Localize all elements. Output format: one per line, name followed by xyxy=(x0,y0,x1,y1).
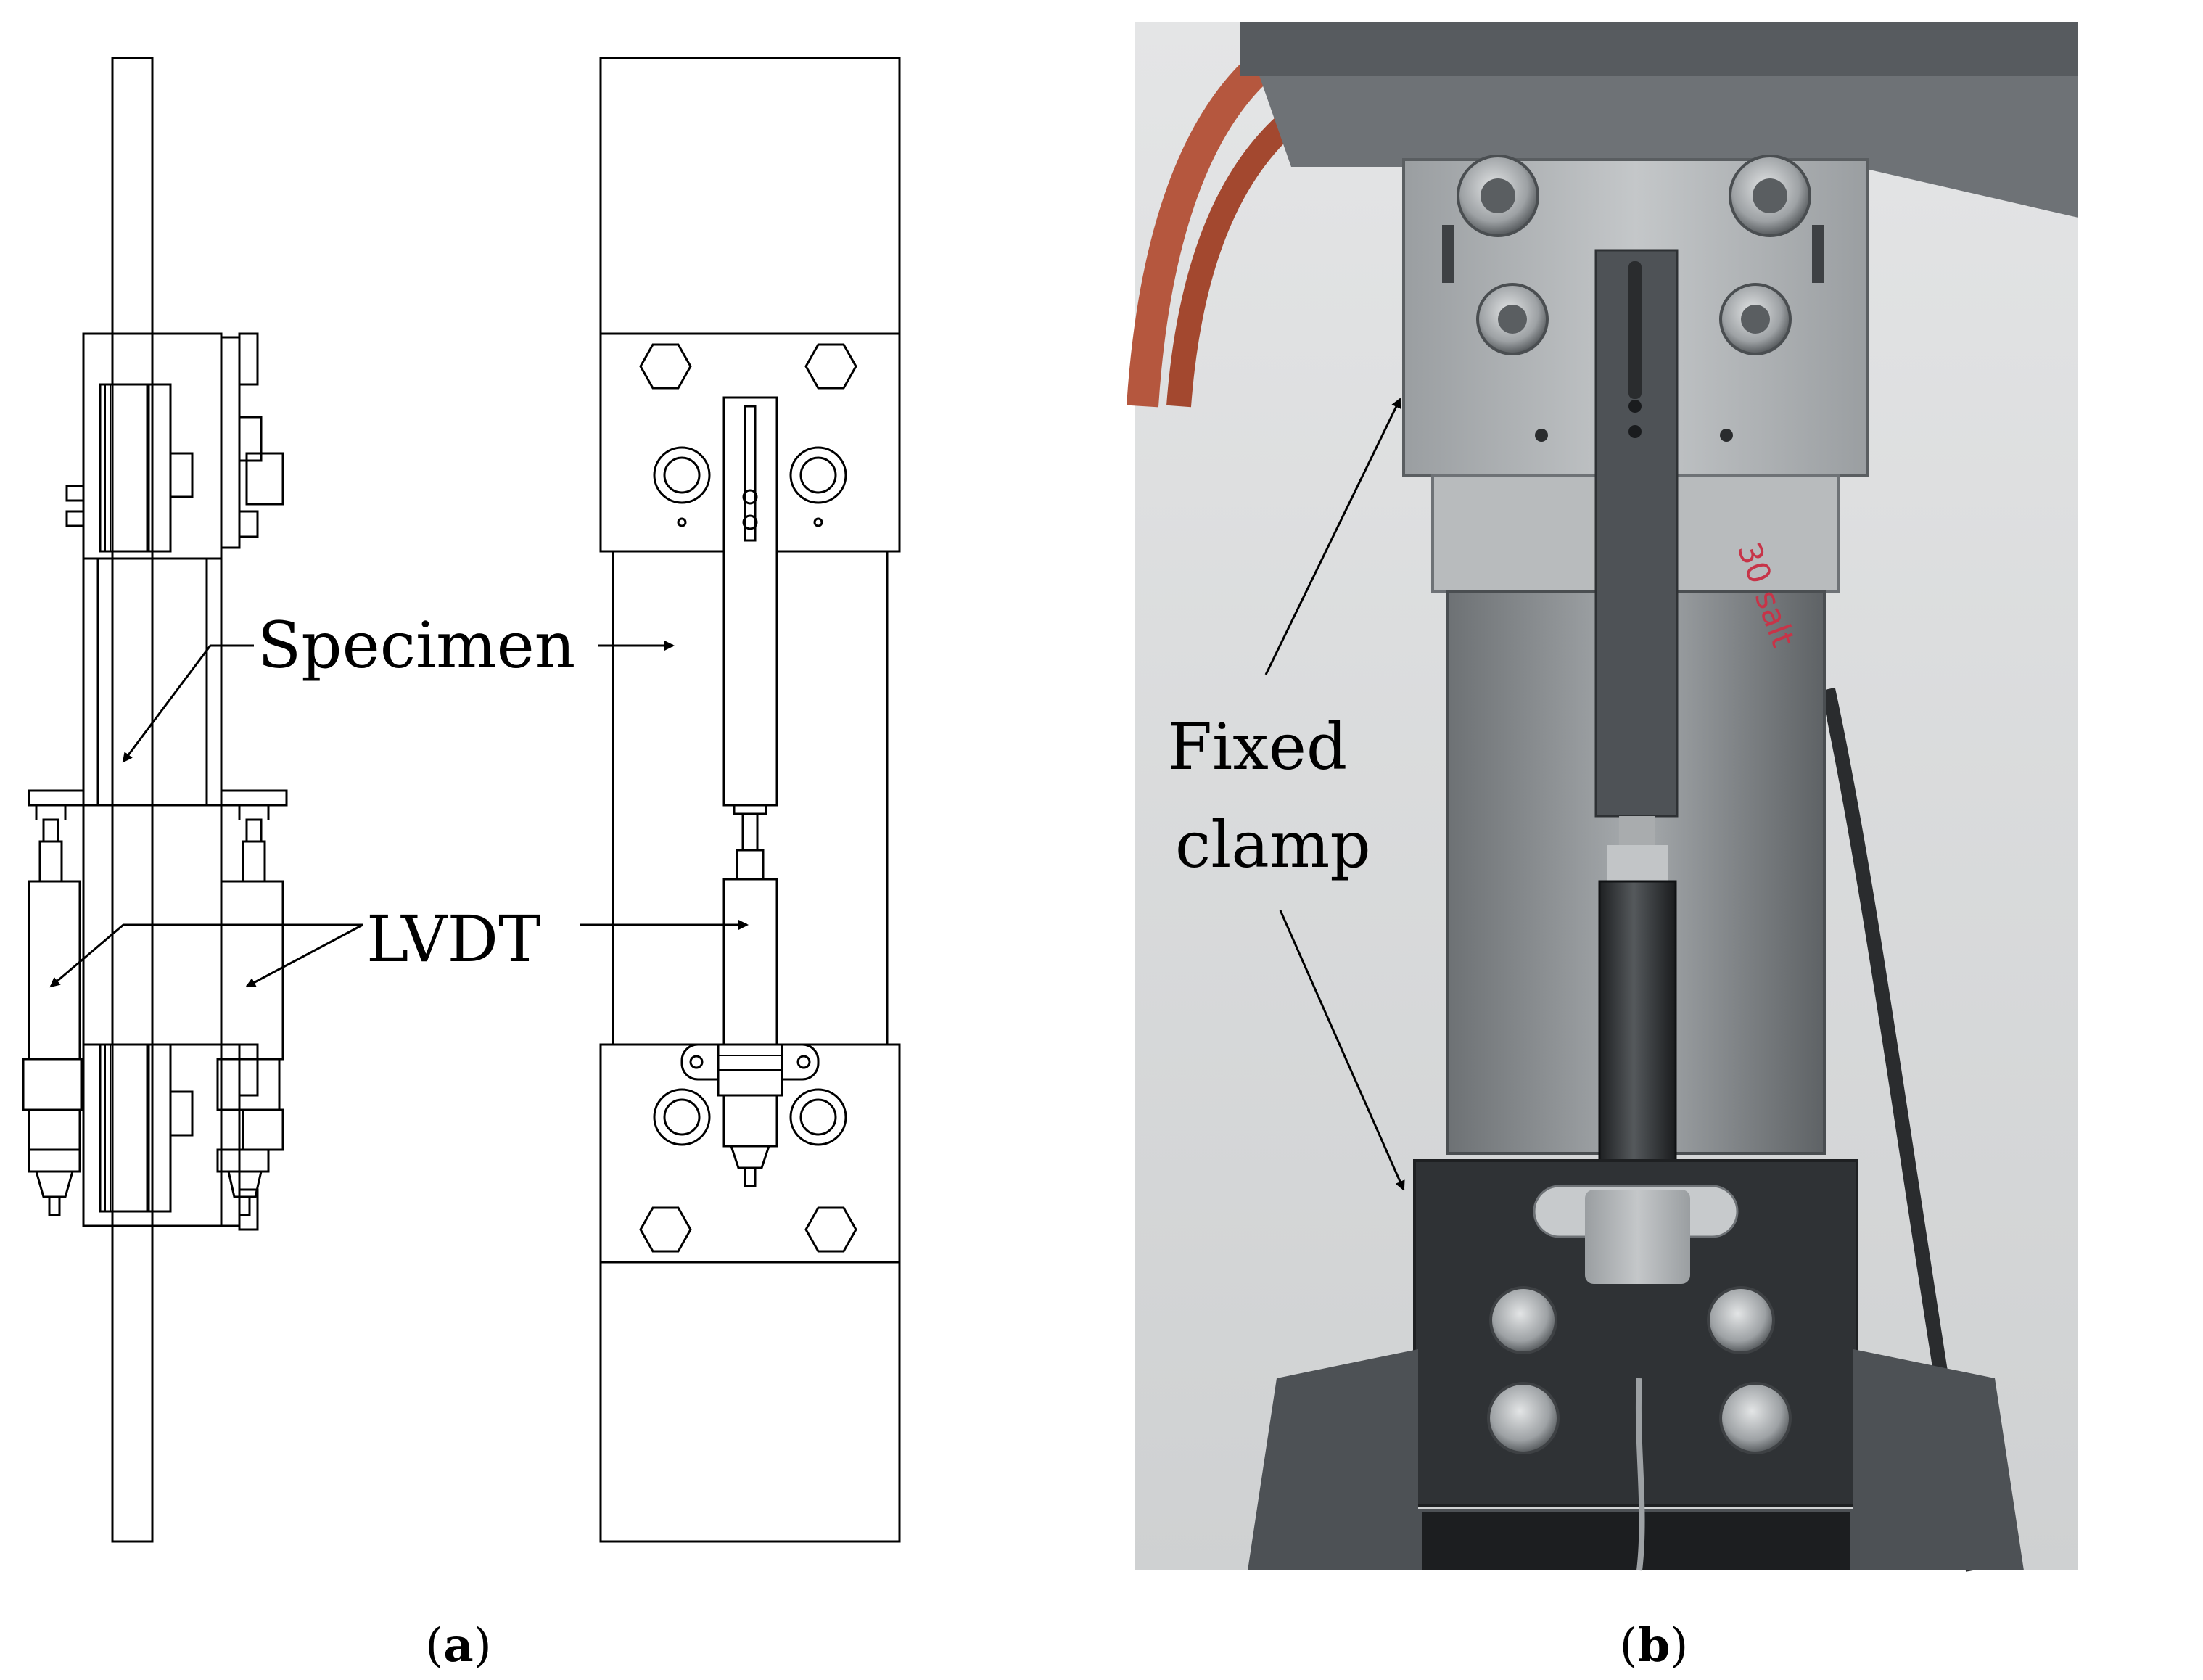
fixed-clamp-label-line1: Fixed xyxy=(1168,709,1347,784)
photo-panel: 30 salt Fixed clamp xyxy=(1127,22,2078,1572)
fixed-clamp-label-line2: clamp xyxy=(1175,807,1371,882)
front-view-drawing xyxy=(599,57,901,1543)
side-left-bracket xyxy=(28,334,99,807)
caption-a: (a) xyxy=(425,1618,491,1673)
lower-clamp-bolt-3 xyxy=(1707,1286,1775,1354)
lvdt-arrow-side-right xyxy=(245,923,363,988)
front-upper-right-bolt xyxy=(804,343,857,390)
lvdt-label: LVDT xyxy=(366,902,541,976)
lower-clamp-bolt-1 xyxy=(1489,1286,1557,1354)
front-lower-block xyxy=(599,1261,901,1543)
side-specimen-bar xyxy=(111,57,154,1543)
front-specimen xyxy=(722,396,778,807)
side-view-drawing xyxy=(22,57,288,1543)
side-lvdt-left xyxy=(22,805,83,1216)
specimen-label: Specimen xyxy=(258,608,575,683)
lvdt-collar xyxy=(1585,1190,1690,1284)
lvdt-arrow-side-left xyxy=(49,923,363,988)
front-lvdt xyxy=(680,804,820,1187)
gray-cable xyxy=(1635,1378,1645,1571)
fixed-clamp-arrow-up xyxy=(1264,398,1401,675)
caption-b: (b) xyxy=(1620,1618,1689,1673)
front-upper-block xyxy=(599,57,901,335)
side-upper-jaw xyxy=(99,383,149,553)
fixed-clamp-arrow-down xyxy=(1279,910,1405,1191)
lower-clamp-bolt-4 xyxy=(1719,1382,1792,1454)
front-lower-right-bolt xyxy=(804,1206,857,1253)
panel-a-annotations: Specimen LVDT xyxy=(49,608,749,988)
photo-lvdt xyxy=(1598,880,1677,1209)
front-lower-left-bolt xyxy=(639,1206,692,1253)
specimen-arrow-side xyxy=(122,644,254,763)
front-upper-left-bolt xyxy=(639,343,692,390)
side-lvdt-right xyxy=(216,805,284,1216)
lower-clamp-bolt-2 xyxy=(1487,1382,1560,1454)
